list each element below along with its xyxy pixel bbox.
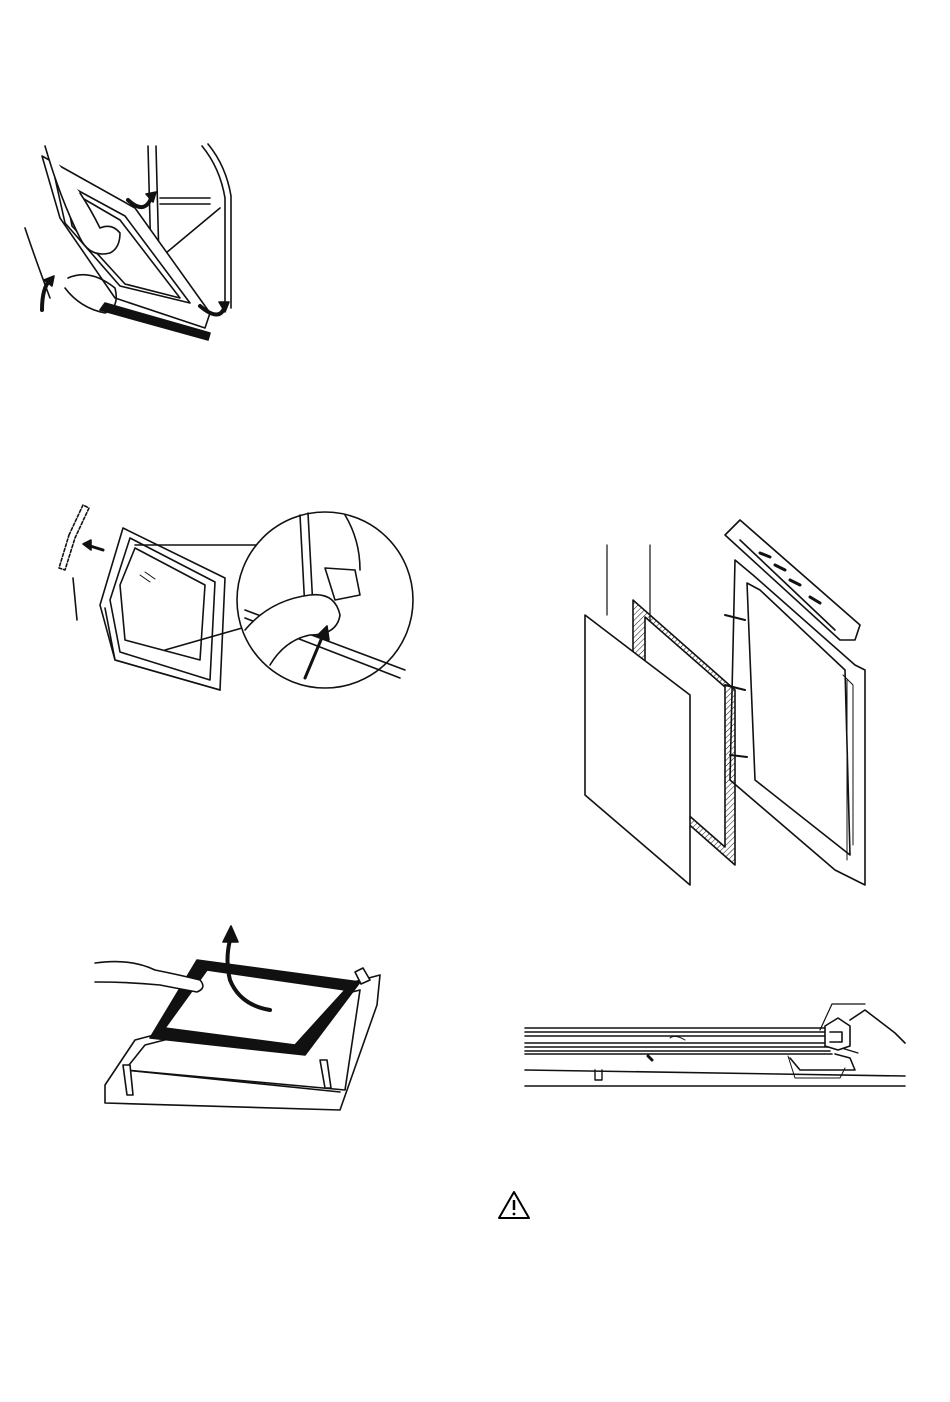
cross-section-figure: [520, 998, 910, 1093]
warning-triangle-icon: [497, 1190, 531, 1225]
glass-panel-cross-section-icon: [520, 998, 910, 1093]
glass-panels-figure: [575, 515, 875, 890]
door-glass-panels-exploded-icon: [575, 515, 875, 890]
door-catch-release-icon: [55, 500, 415, 705]
door-hinge-figure: [20, 138, 240, 348]
lift-glass-panel-icon: [85, 920, 415, 1115]
door-catch-figure: [55, 500, 415, 705]
oven-door-hinge-icon: [20, 138, 240, 348]
lift-glass-figure: [85, 920, 415, 1115]
